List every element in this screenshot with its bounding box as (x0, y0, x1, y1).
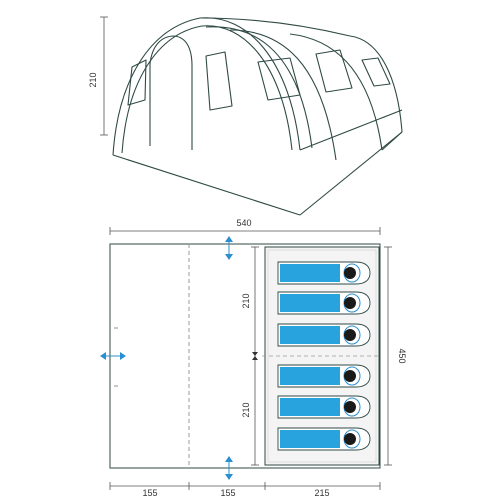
sleeper-head (344, 329, 356, 341)
bottom-label-bedroom: 215 (314, 488, 329, 498)
fourth-arch (289, 33, 383, 151)
side-window-2 (257, 57, 301, 101)
front-arch-outer (112, 17, 301, 156)
bottom-label-vestibule-2: 155 (220, 488, 235, 498)
bottom-dimensions: 155 155 215 (109, 482, 381, 498)
height-dimension: 210 (88, 16, 108, 136)
ground-line-front (112, 154, 301, 216)
tent-elevation: 210 (88, 16, 403, 216)
depth-label: 450 (397, 348, 407, 363)
second-arch (205, 26, 313, 149)
sleeping-bag-body (280, 326, 340, 344)
sleeping-bag (277, 323, 371, 347)
double-headed-arrow-icon (100, 352, 126, 360)
overall-width-label: 540 (236, 218, 251, 228)
sleeping-bag-body (280, 264, 340, 282)
overall-width-dimension: 540 (109, 218, 381, 235)
bedroom-dimension: 210 210 (241, 246, 259, 466)
double-headed-arrow-icon (225, 236, 233, 260)
front-door (149, 35, 193, 150)
sleeper-head (344, 401, 356, 413)
front-side-window (127, 59, 147, 106)
bottom-label-vestibule-1: 155 (142, 488, 157, 498)
bedroom-lower-label: 210 (241, 402, 251, 417)
sleeper-head (344, 433, 356, 445)
front-arch-inner (121, 25, 293, 154)
depth-dimension: 450 (384, 246, 407, 466)
rear-wedge (381, 131, 403, 151)
side-window-1 (205, 51, 233, 111)
third-arch (229, 29, 337, 161)
bedroom-upper-label: 210 (241, 293, 251, 308)
side-wall-mid (299, 109, 403, 151)
sleeping-bags (277, 261, 371, 451)
sleeper-head (344, 267, 356, 279)
height-label: 210 (88, 72, 98, 87)
sleeping-bag-body (280, 398, 340, 416)
side-window-3 (315, 49, 353, 93)
double-headed-arrow-icon (225, 456, 233, 480)
sleeper-head (344, 370, 356, 382)
sleeping-bag (277, 395, 371, 419)
tent-floor-plan: 540 450 210 210 (100, 218, 407, 498)
sleeper-head (344, 297, 356, 309)
bedroom-mid-arrow (252, 352, 258, 360)
sleeping-bag (277, 427, 371, 451)
side-window-4 (361, 57, 391, 87)
ridge-line (199, 17, 351, 37)
side-wall-base (299, 131, 403, 216)
sleeping-bag-body (280, 430, 340, 448)
rear-arch (349, 35, 403, 133)
sleeping-bag-body (280, 294, 340, 312)
sleeping-bag (277, 364, 371, 388)
tent-body (112, 17, 403, 216)
sleeping-bag-body (280, 367, 340, 385)
sleeping-bag (277, 261, 371, 285)
sleeping-bag (277, 291, 371, 315)
